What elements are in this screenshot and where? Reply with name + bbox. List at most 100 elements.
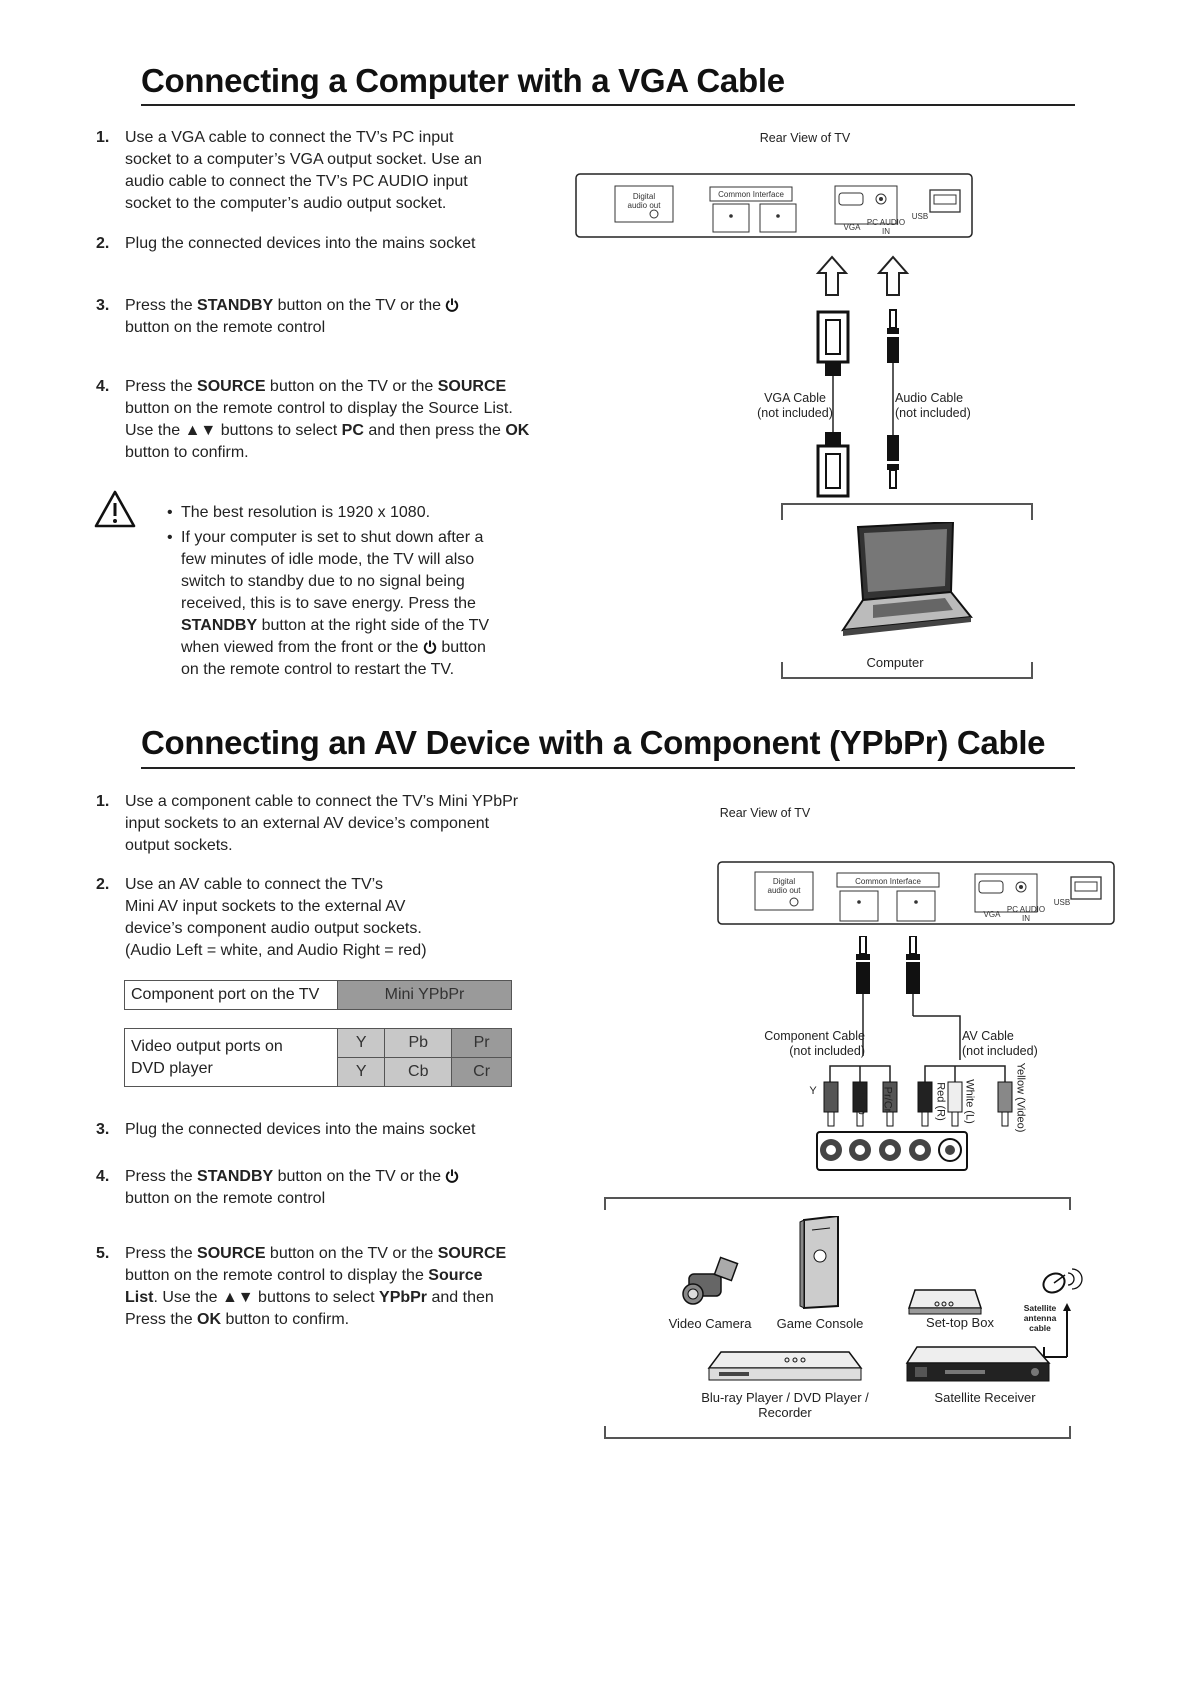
component-cables-illustration: [816, 936, 1013, 1171]
step-number: 4.: [96, 378, 110, 395]
label-line: IN: [1022, 914, 1030, 923]
note-text: The best resolution is 1920 x 1080.: [181, 504, 431, 521]
satellite-dish-icon: [1042, 1268, 1083, 1358]
video-camera-icon: [682, 1256, 739, 1305]
note-text: received, this is to save energy. Press …: [181, 595, 476, 612]
standby-keyword: STANDBY: [181, 617, 258, 634]
vga-step-3: 3. Press the STANDBY button on the TV or…: [96, 295, 566, 341]
step-text: socket to the computer’s audio output so…: [125, 195, 447, 212]
vga-port-label: VGA: [983, 910, 1001, 919]
computer-bracket: [781, 503, 1033, 679]
title-rule: [141, 104, 1075, 106]
label-line: Blu-ray Player / DVD Player /: [701, 1390, 869, 1405]
step-text: button on the remote control to display …: [125, 1267, 429, 1284]
step-text: Use an AV cable to connect the TV’s: [125, 876, 383, 893]
label-line: Video output ports on: [131, 1037, 283, 1055]
label-line: IN: [882, 227, 890, 236]
rca-plugs: [823, 1081, 1013, 1127]
satellite-receiver-icon: [905, 1346, 1051, 1382]
table-value: Mini YPbPr: [337, 980, 512, 1010]
step-text: . Use the: [153, 1289, 222, 1306]
step-text: Press the: [125, 1168, 198, 1185]
step-text: audio cable to connect the TV’s PC AUDIO…: [125, 173, 468, 190]
plug-label-y: Y: [809, 1085, 817, 1097]
note-item: • The best resolution is 1920 x 1080.: [167, 502, 527, 524]
common-interface-label: Common Interface: [718, 190, 784, 199]
label-line: Audio Cable: [895, 391, 964, 405]
vga-port-label: VGA: [843, 223, 861, 232]
satellite-receiver-label: Satellite Receiver: [934, 1390, 1036, 1405]
vga-step-2: 2. Plug the connected devices into the m…: [96, 233, 566, 255]
step-number: 3.: [96, 1121, 110, 1138]
laptop-icon: [840, 522, 973, 636]
plug-label-red: Red (R): [934, 1082, 947, 1121]
step-text: input sockets to an external AV device’s…: [125, 815, 490, 832]
vga-cables-illustration: [815, 255, 910, 498]
component-cable-label: Component Cable(not included): [740, 1029, 865, 1059]
step-text: Plug the connected devices into the main…: [125, 235, 476, 252]
common-interface-label: Common Interface: [855, 877, 921, 886]
label-line: AV Cable: [962, 1029, 1014, 1043]
step-text: output sockets.: [125, 837, 233, 854]
source-keyword: SOURCE: [197, 378, 266, 395]
bullet-dot: •: [167, 529, 173, 546]
tv-rear-panel: [717, 861, 1115, 925]
component-port-table: Component port on the TV Mini YPbPr: [124, 980, 512, 1010]
step-text: button on the TV or the: [265, 1245, 438, 1262]
table-cell: Y: [336, 1028, 386, 1058]
devices-bracket: [604, 1197, 1071, 1439]
table-cell: Cr: [451, 1057, 512, 1087]
step-number: 2.: [96, 235, 110, 252]
step-text: Plug the connected devices into the main…: [125, 1121, 476, 1138]
step-text: button on the TV or the: [265, 378, 438, 395]
note-text: on the remote control to restart the TV.: [181, 661, 455, 678]
note-item: • If your computer is set to shut down a…: [167, 527, 527, 678]
note-text: button: [436, 639, 486, 656]
label-line: Digital: [772, 877, 796, 886]
label-line: PC AUDIO: [1006, 905, 1046, 914]
label-line: antenna: [1023, 1313, 1057, 1323]
set-top-box-icon: [907, 1289, 983, 1315]
table-label: Component port on the TV: [124, 980, 338, 1010]
ok-keyword: OK: [197, 1311, 222, 1328]
tv-rear-panel: [575, 173, 973, 238]
warning-icon: [94, 490, 136, 528]
step-text: button to confirm.: [221, 1311, 350, 1328]
step-text: button on the remote control: [125, 1190, 326, 1207]
step-text: Press the: [125, 297, 198, 314]
note-text: If your computer is set to shut down aft…: [181, 529, 484, 546]
label-line: cable: [1029, 1323, 1051, 1333]
label-line: audio out: [627, 201, 661, 210]
av-section-title: Connecting an AV Device with a Component…: [141, 724, 1046, 761]
step-text: buttons to select: [253, 1289, 380, 1306]
step-text: Press the: [125, 1245, 198, 1262]
arrow-keys: ▲▼: [184, 422, 217, 439]
step-number: 3.: [96, 297, 110, 314]
usb-label: USB: [911, 212, 929, 221]
bluray-label: Blu-ray Player / DVD Player /Recorder: [690, 1390, 880, 1420]
label-line: audio out: [767, 886, 801, 895]
av-step-5: 5. Press the SOURCE button on the TV or …: [96, 1243, 586, 1333]
note-text: few minutes of idle mode, the TV will al…: [181, 551, 475, 568]
list-keyword: List: [125, 1289, 154, 1306]
standby-keyword: STANDBY: [197, 1168, 274, 1185]
step-number: 5.: [96, 1245, 110, 1262]
plug-label-white: White (L): [963, 1079, 976, 1124]
power-icon: [423, 640, 437, 654]
plug-label-pr: Pr/Cr: [881, 1086, 894, 1113]
ypbpr-keyword: YPbPr: [379, 1289, 428, 1306]
step-text: button on the remote control to display …: [125, 400, 513, 417]
table-cell: Cb: [384, 1057, 453, 1087]
set-top-box-label: Set-top Box: [926, 1315, 994, 1330]
vga-step-1: 1. Use a VGA cable to connect the TV’s P…: [96, 127, 566, 217]
av-step-2: 2. Use an AV cable to connect the TV’s M…: [96, 874, 586, 964]
label-line: Satellite: [1023, 1303, 1057, 1313]
step-text: button on the TV or the: [273, 297, 446, 314]
step-number: 4.: [96, 1168, 110, 1185]
video-camera-label: Video Camera: [668, 1316, 752, 1331]
